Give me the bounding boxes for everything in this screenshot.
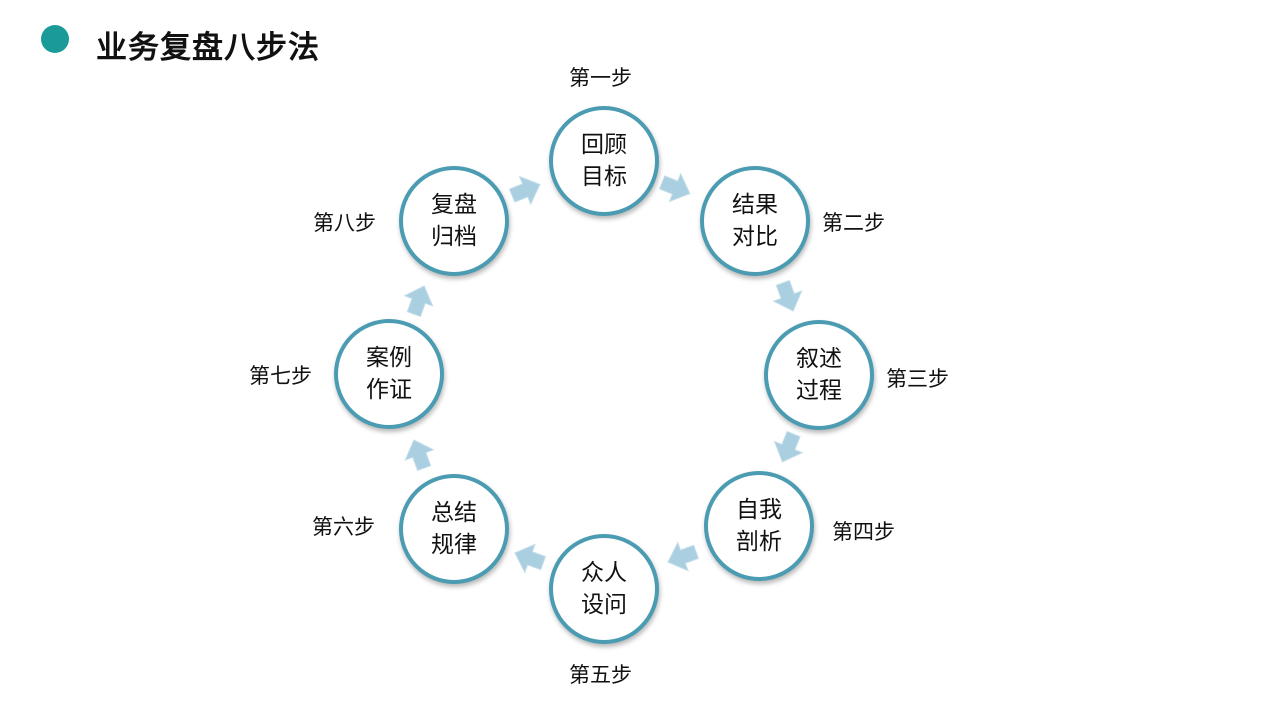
step-text-3-line2: 过程 bbox=[796, 378, 842, 404]
arrow-icon-step6-to-step7 bbox=[397, 432, 441, 476]
step-circle-8: 复盘 归档 bbox=[399, 166, 509, 276]
step-text-7-line2: 作证 bbox=[366, 377, 412, 403]
step-label-3: 第三步 bbox=[886, 367, 949, 391]
step-circle-3: 叙述 过程 bbox=[764, 320, 874, 430]
step-text-5-line1: 众人 bbox=[581, 560, 627, 586]
arrow-icon-step2-to-step3 bbox=[766, 275, 810, 319]
step-label-2: 第二步 bbox=[822, 211, 885, 235]
step-label-7: 第七步 bbox=[249, 364, 312, 388]
arrow-icon-step1-to-step2 bbox=[654, 166, 698, 210]
step-text-6-line1: 总结 bbox=[431, 500, 477, 526]
step-text-8-line2: 归档 bbox=[431, 224, 477, 250]
step-label-1: 第一步 bbox=[569, 66, 632, 90]
step-text-1-line1: 回顾 bbox=[581, 132, 627, 158]
step-circle-6: 总结 规律 bbox=[399, 474, 509, 584]
step-text-4-line2: 剖析 bbox=[736, 529, 782, 555]
arrow-icon-step5-to-step6 bbox=[507, 536, 551, 580]
step-text-2-line1: 结果 bbox=[732, 192, 778, 218]
step-label-8: 第八步 bbox=[313, 211, 376, 235]
step-circle-2: 结果 对比 bbox=[700, 166, 810, 276]
arrow-icon-step8-to-step1 bbox=[504, 168, 548, 212]
step-text-2-line2: 对比 bbox=[732, 224, 778, 250]
step-label-4: 第四步 bbox=[832, 520, 895, 544]
arrow-icon-step4-to-step5 bbox=[660, 535, 704, 579]
step-text-1-line2: 目标 bbox=[581, 164, 627, 190]
page-title: 业务复盘八步法 bbox=[96, 30, 320, 66]
step-circle-5: 众人 设问 bbox=[549, 534, 659, 644]
title-bullet-dot bbox=[41, 25, 69, 53]
step-circle-7: 案例 作证 bbox=[334, 319, 444, 429]
step-text-4-line1: 自我 bbox=[736, 497, 782, 523]
step-text-3-line1: 叙述 bbox=[796, 346, 842, 372]
step-text-5-line2: 设问 bbox=[581, 592, 627, 618]
arrow-icon-step3-to-step4 bbox=[766, 426, 810, 470]
step-circle-4: 自我 剖析 bbox=[704, 471, 814, 581]
step-label-6: 第六步 bbox=[312, 515, 375, 539]
step-text-6-line2: 规律 bbox=[431, 532, 477, 558]
step-text-7-line1: 案例 bbox=[366, 345, 412, 371]
step-label-5: 第五步 bbox=[569, 663, 632, 687]
step-circle-1: 回顾 目标 bbox=[549, 106, 659, 216]
arrow-icon-step7-to-step8 bbox=[397, 278, 441, 322]
step-text-8-line1: 复盘 bbox=[431, 192, 477, 218]
